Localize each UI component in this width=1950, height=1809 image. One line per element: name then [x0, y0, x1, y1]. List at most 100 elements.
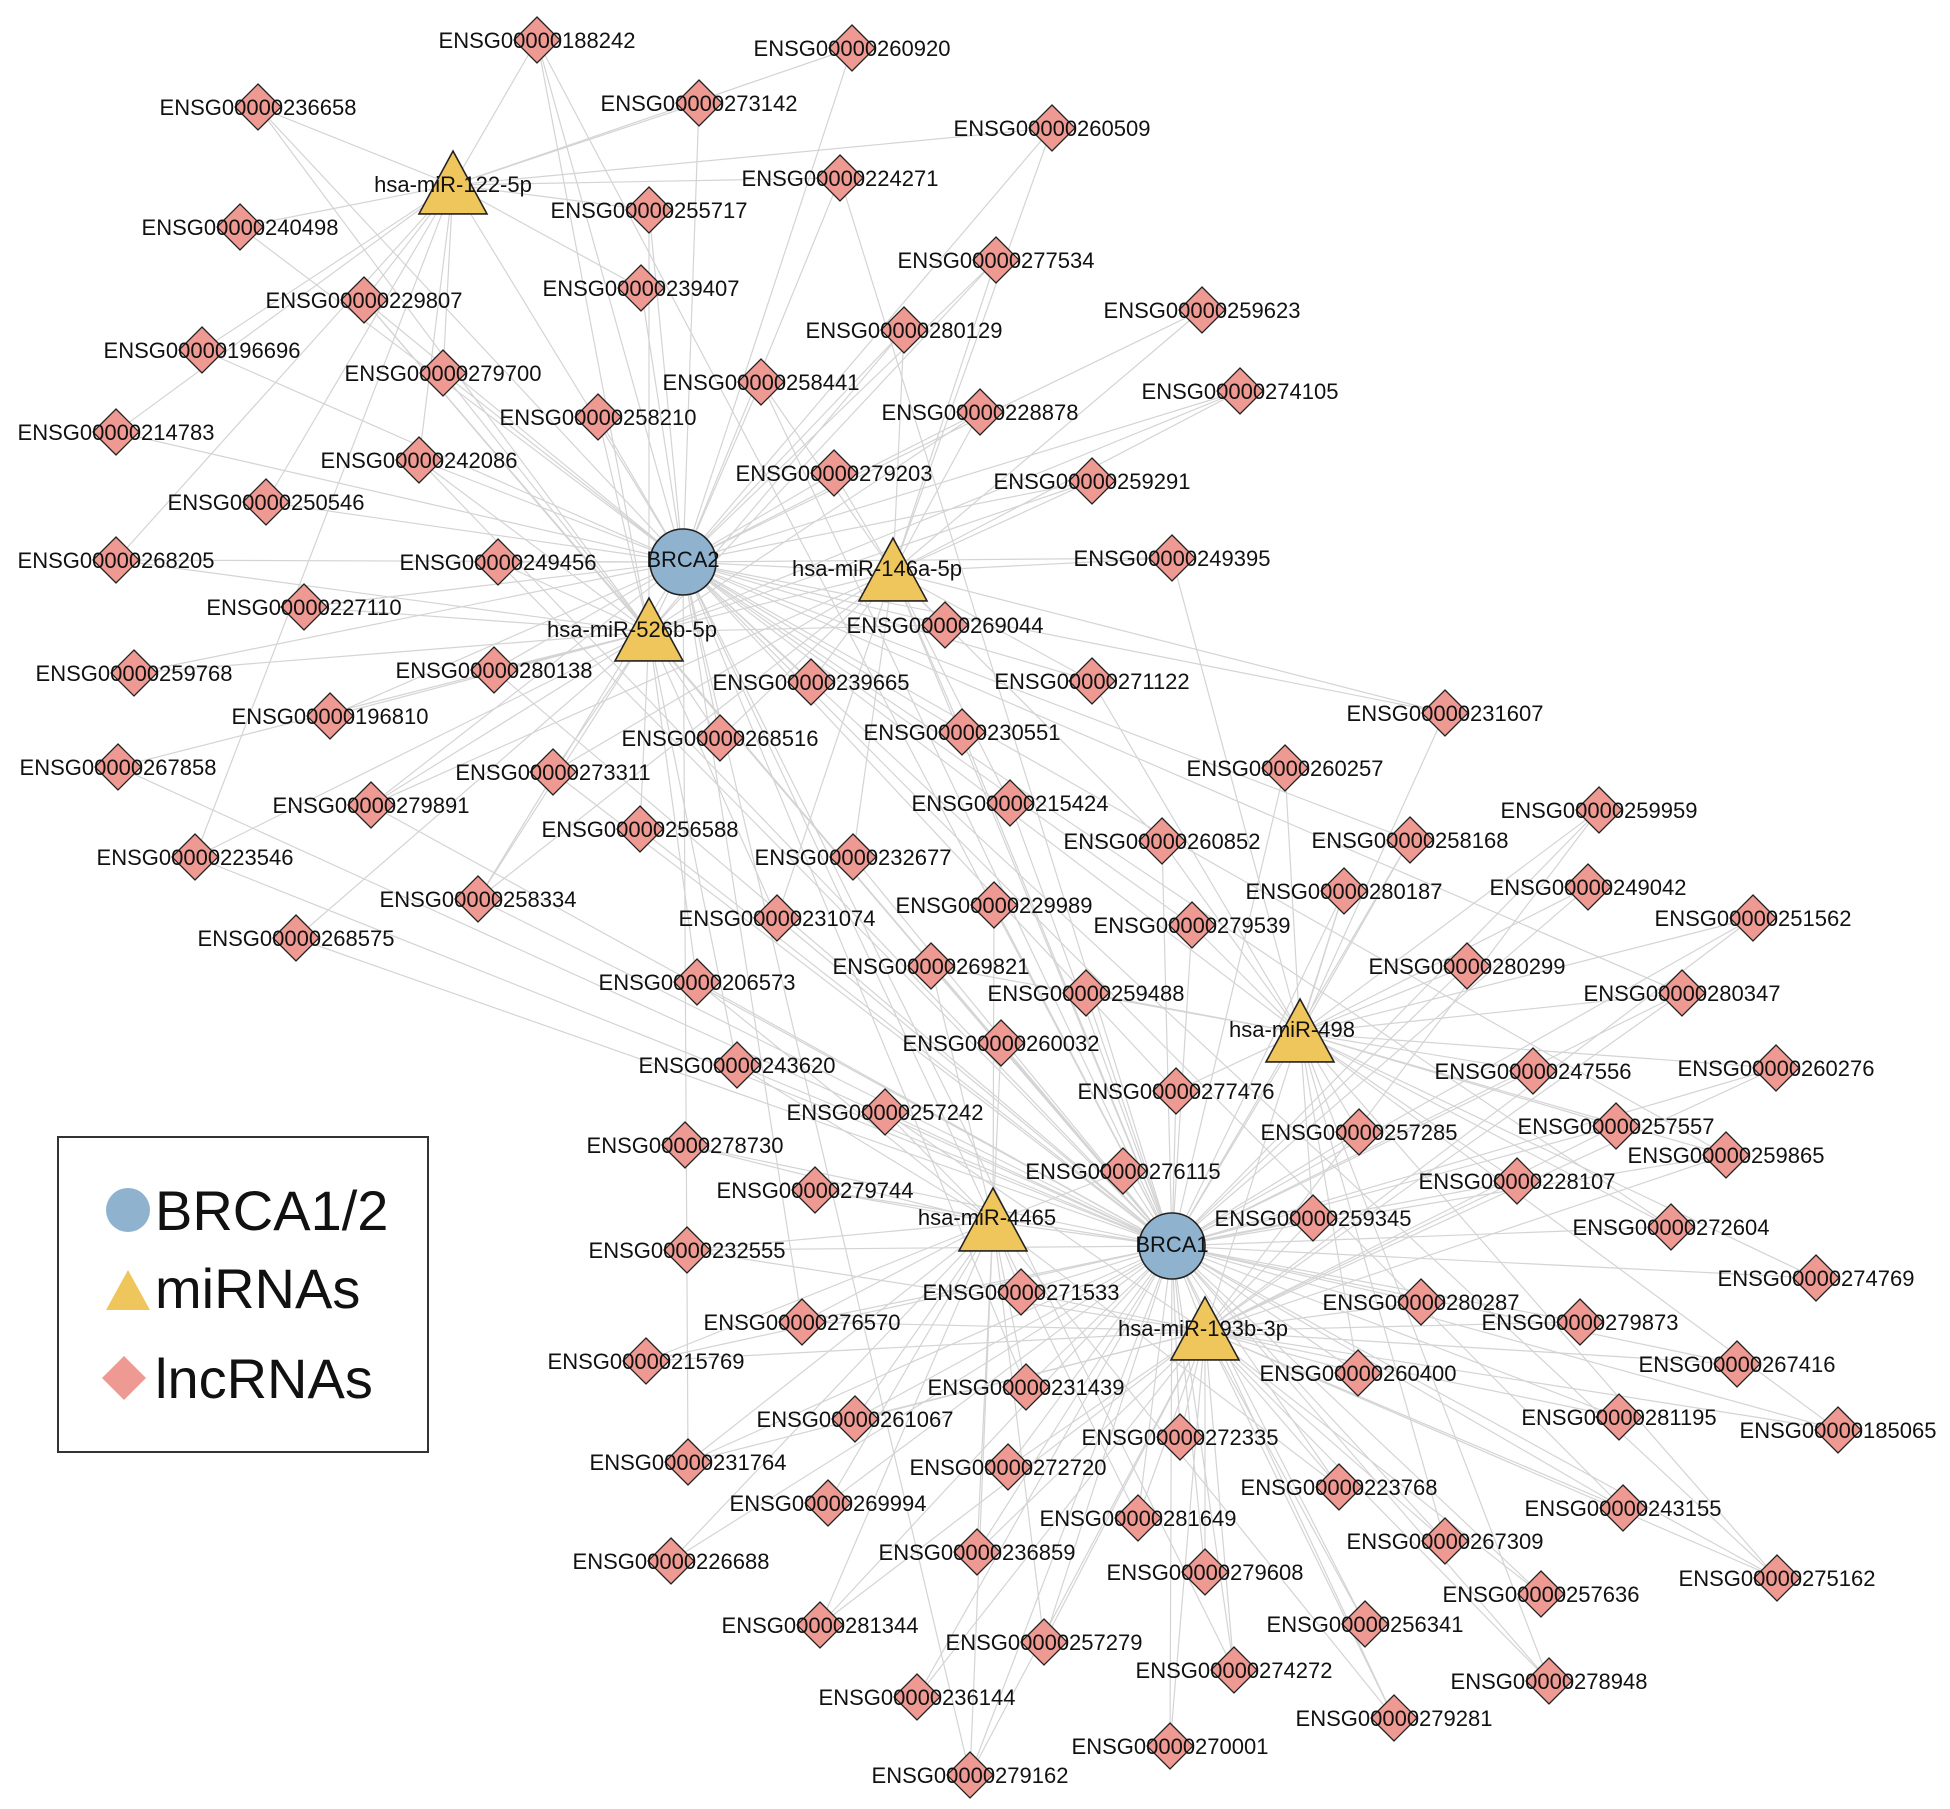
lncrna-node — [956, 388, 1004, 436]
edge-lncrna-gene — [115, 431, 684, 563]
lncrna-label: ENSG00000260920 — [754, 36, 951, 61]
edge-lncrna-gene — [776, 917, 1173, 1247]
gene-label: BRCA2 — [646, 547, 719, 572]
edge-lncrna-mirna — [801, 1321, 1206, 1332]
lncrna-label: ENSG00000268516 — [622, 726, 819, 751]
lncrna-node — [921, 601, 969, 649]
edge-lncrna-mirna — [1284, 767, 1301, 1034]
lncrna-node — [1517, 1570, 1565, 1618]
lncrna-label: ENSG00000249456 — [400, 550, 597, 575]
lncrna-node — [787, 658, 835, 706]
lncrna-node — [1421, 689, 1469, 737]
lncrna-label: ENSG00000230551 — [864, 720, 1061, 745]
edge-lncrna-mirna — [827, 1221, 994, 1504]
lncrna-label: ENSG00000279203 — [736, 461, 933, 486]
lncrna-node — [1138, 817, 1186, 865]
edge-lncrna-gene — [1007, 1245, 1173, 1468]
edge-lncrna-gene — [682, 561, 1411, 841]
mirna-node — [857, 536, 929, 602]
lncrna-node — [574, 393, 622, 441]
edge-lncrna-mirna — [452, 39, 538, 186]
lncrna-label: ENSG00000260032 — [903, 1031, 1100, 1056]
edge-lncrna-gene — [684, 1144, 1173, 1247]
edge-lncrna-gene — [1171, 1245, 1542, 1595]
edge-lncrna-mirna — [1299, 809, 1600, 1034]
lncrna-label: ENSG00000259345 — [1215, 1206, 1412, 1231]
edge-lncrna-mirna — [1204, 1217, 1314, 1332]
lncrna-label: ENSG00000259959 — [1501, 798, 1698, 823]
lncrna-node — [977, 1019, 1025, 1067]
edge-lncrna-gene — [329, 561, 684, 717]
lncrna-node — [272, 914, 320, 962]
lncrna-node — [1152, 1067, 1200, 1115]
lncrna-node — [1592, 1102, 1640, 1150]
edge-lncrna-gene — [648, 209, 684, 563]
lncrna-label: ENSG00000278730 — [587, 1133, 784, 1158]
edge-lncrna-mirna — [497, 561, 650, 633]
lncrna-node — [347, 781, 395, 829]
lncrna-label: ENSG00000274769 — [1718, 1266, 1915, 1291]
mirna-node — [613, 596, 685, 662]
lncrna-node — [1335, 1108, 1383, 1156]
edge-lncrna-mirna — [892, 557, 1173, 573]
lncrna-node — [664, 1438, 712, 1486]
edge-lncrna-gene — [265, 501, 684, 563]
edge-lncrna-mirna — [648, 390, 1241, 633]
edge-lncrna-mirna — [1204, 1330, 1738, 1365]
edge-lncrna-mirna — [1204, 1154, 1727, 1332]
edge-lncrna-mirna — [1204, 1067, 1777, 1332]
edge-lncrna-mirna — [452, 184, 642, 289]
legend-gene-label: BRCA1/2 — [155, 1179, 388, 1242]
edge-lncrna-gene — [884, 1111, 1173, 1247]
edge-lncrna-mirna — [1204, 1180, 1518, 1332]
edge-lncrna-gene — [303, 561, 684, 608]
edge-lncrna-mirna — [1299, 886, 1589, 1034]
edge-lncrna-mirna — [992, 904, 995, 1223]
edge-hub-link — [682, 561, 1301, 1034]
lncrna-node — [216, 203, 264, 251]
legend-lncrna-icon — [102, 1356, 146, 1400]
edge-lncrna-mirna — [670, 1221, 994, 1562]
edge-lncrna-gene — [696, 981, 1173, 1247]
edge-lncrna-gene — [682, 127, 1053, 563]
lncrna-node — [647, 1537, 695, 1585]
edge-lncrna-mirna — [892, 480, 1093, 573]
lncrna-label: ENSG00000215769 — [548, 1349, 745, 1374]
edge-lncrna-gene — [682, 259, 997, 563]
edge-lncrna-gene — [682, 557, 1173, 563]
lncrna-label: ENSG00000259865 — [1628, 1143, 1825, 1168]
edge-lncrna-mirna — [1204, 1321, 1581, 1332]
edge-lncrna-mirna — [801, 1221, 994, 1323]
edge-lncrna-mirna — [992, 1221, 1340, 1488]
edge-lncrna-mirna — [648, 411, 981, 633]
lncrna-node — [171, 833, 219, 881]
lncrna-label: ENSG00000256341 — [1267, 1612, 1464, 1637]
edge-lncrna-gene — [993, 904, 1173, 1247]
mirna-label: hsa-miR-122-5p — [374, 172, 532, 197]
edge-lncrna-mirna — [1204, 1330, 1446, 1542]
mirna-label: hsa-miR-193b-3p — [1118, 1316, 1288, 1341]
edge-lncrna-gene — [1171, 1245, 1446, 1542]
lncrna-label: ENSG00000260852 — [1064, 829, 1261, 854]
edge-lncrna-gene — [442, 372, 684, 563]
edge-lncrna-mirna — [1299, 992, 1683, 1034]
edge-lncrna-gene — [194, 856, 1173, 1247]
lncrna-label: ENSG00000277534 — [898, 248, 1095, 273]
lncrna-label: ENSG00000273142 — [601, 91, 798, 116]
edge-lncrna-gene — [839, 177, 1173, 1247]
edge-lncrna-mirna — [303, 606, 650, 633]
lncrna-label: ENSG00000232677 — [755, 845, 952, 870]
lncrna-label: ENSG00000231607 — [1347, 701, 1544, 726]
edge-lncrna-gene — [239, 226, 684, 563]
edge-lncrna-mirna — [1299, 1032, 1534, 1072]
lncrna-node — [1210, 1646, 1258, 1694]
edge-lncrna-gene — [493, 669, 1173, 1247]
lncrna-label: ENSG00000279281 — [1296, 1706, 1493, 1731]
lncrna-node — [280, 583, 328, 631]
lncrna-label: ENSG00000214783 — [18, 420, 215, 445]
edge-lncrna-mirna — [265, 184, 454, 503]
lncrna-node — [1289, 1194, 1337, 1242]
edge-lncrna-gene — [418, 459, 684, 563]
lncrna-label: ENSG00000276570 — [704, 1310, 901, 1335]
